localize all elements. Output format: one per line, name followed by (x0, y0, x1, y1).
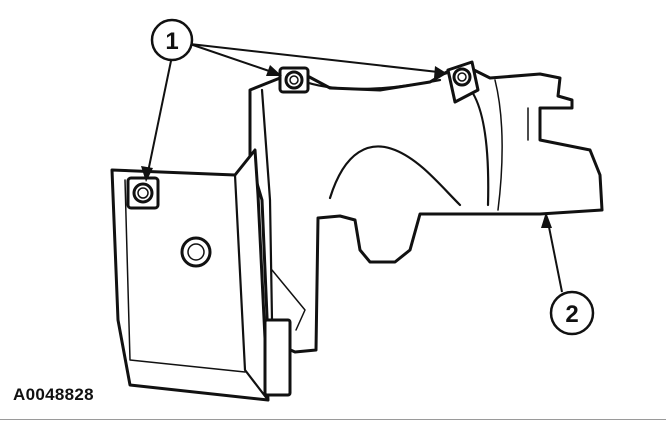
panel-boss (180, 236, 212, 268)
figure-id-label: A0048828 (13, 385, 94, 404)
left-panel (110, 148, 292, 402)
bottom-divider (0, 419, 666, 420)
callout-1-label: 1 (165, 28, 178, 55)
mounting-hole-left (126, 176, 160, 210)
mounting-hole-center (278, 66, 310, 94)
callout-2-label: 2 (565, 301, 578, 328)
callout-1: 1 (141, 18, 448, 182)
bracket-part (248, 66, 604, 354)
mounting-hole-right (446, 60, 480, 104)
callout-2: 2 (541, 212, 595, 336)
